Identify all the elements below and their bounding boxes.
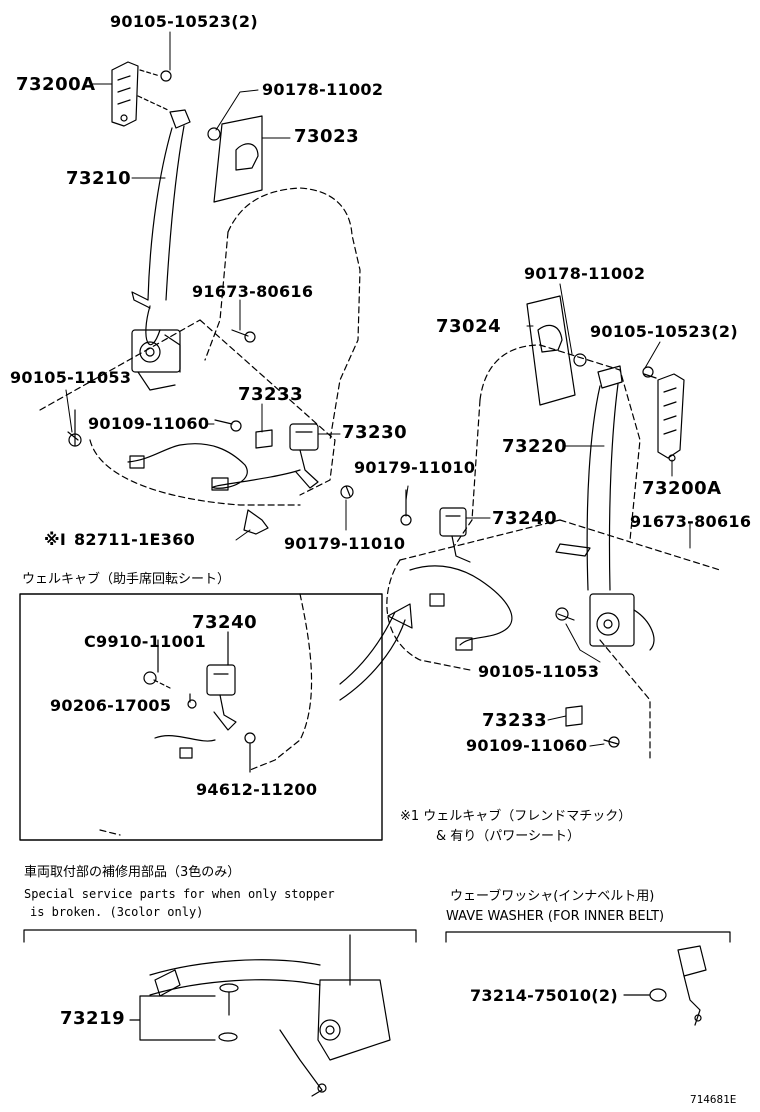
part-label: 90178-11002 — [524, 264, 646, 283]
part-label: 90105-11053 — [10, 368, 132, 387]
part-label: 73214-75010(2) — [470, 986, 618, 1005]
part-label: C9910-11001 — [84, 632, 206, 651]
left-anchor-bracket — [111, 61, 172, 127]
part-label: 73220 — [502, 436, 568, 457]
inset-title: ウェルキャブ（助手席回転シート） — [22, 572, 231, 587]
part-label: 90105-10523(2) — [590, 322, 738, 341]
footnote-line-1: ※1 ウェルキャブ（フレンドマチック） — [400, 809, 632, 824]
part-label: 90179-11010 — [284, 534, 406, 553]
left-retractor — [131, 329, 181, 391]
part-label: 94612-11200 — [196, 780, 318, 799]
part-label: 73024 — [436, 316, 502, 337]
service-title-en-1: Special service parts for when only stop… — [24, 887, 335, 901]
part-label: 73240 — [492, 508, 558, 529]
part-label: 73240 — [192, 612, 258, 633]
part-label: 90179-11010 — [354, 458, 476, 477]
right-belt-webbing — [555, 365, 623, 591]
right-pillar-cover — [526, 295, 587, 406]
service-title-jp: 車両取付部の補修用部品（3色のみ） — [24, 865, 241, 880]
washer-title-jp: ウェーブワッシャ(インナベルト用) — [450, 889, 655, 904]
footnote-line-2: & 有り（パワーシート） — [436, 829, 581, 844]
part-label: 91673-80616 — [192, 282, 314, 301]
part-label: 90206-17005 — [50, 696, 172, 715]
right-buckle — [400, 489, 471, 563]
service-panel — [23, 929, 417, 1097]
part-label: 90178-11002 — [262, 80, 384, 99]
part-label: 73200A — [642, 478, 722, 499]
left-wire-harness — [127, 443, 301, 535]
right-wire-harness — [409, 565, 513, 651]
left-seat-outline — [39, 187, 361, 506]
service-title-en-2: is broken. (3color only) — [30, 905, 204, 919]
part-label: 73210 — [66, 168, 132, 189]
washer-panel — [445, 931, 731, 1026]
right-seat-outline — [386, 344, 721, 761]
leader-lines — [65, 31, 691, 747]
part-label: 90109-11060 — [466, 736, 588, 755]
right-retractor — [555, 593, 655, 651]
part-label: 73233 — [482, 710, 548, 731]
left-buckle — [255, 423, 319, 489]
left-belt-webbing — [131, 109, 191, 346]
left-pillar-cover — [207, 115, 263, 203]
part-label: 90105-10523(2) — [110, 12, 258, 31]
left-bolts — [67, 329, 354, 499]
diagram-id: 714681E — [690, 1093, 737, 1106]
part-label: 90105-11053 — [478, 662, 600, 681]
part-label: 73219 — [60, 1008, 126, 1029]
note-marker: ※I — [44, 530, 67, 549]
part-label: 73023 — [294, 126, 360, 147]
part-label: 82711-1E360 — [74, 530, 196, 549]
right-anchor-bracket — [642, 366, 685, 462]
part-label: 90109-11060 — [88, 414, 210, 433]
part-label: 73233 — [238, 384, 304, 405]
inset-box — [19, 593, 383, 841]
transfer-arrow — [339, 603, 413, 701]
part-label: 73200A — [16, 74, 96, 95]
right-lower-parts — [565, 705, 620, 748]
washer-title-en: WAVE WASHER (FOR INNER BELT) — [446, 909, 665, 924]
part-label: 91673-80616 — [630, 512, 752, 531]
part-label: 73230 — [342, 422, 408, 443]
